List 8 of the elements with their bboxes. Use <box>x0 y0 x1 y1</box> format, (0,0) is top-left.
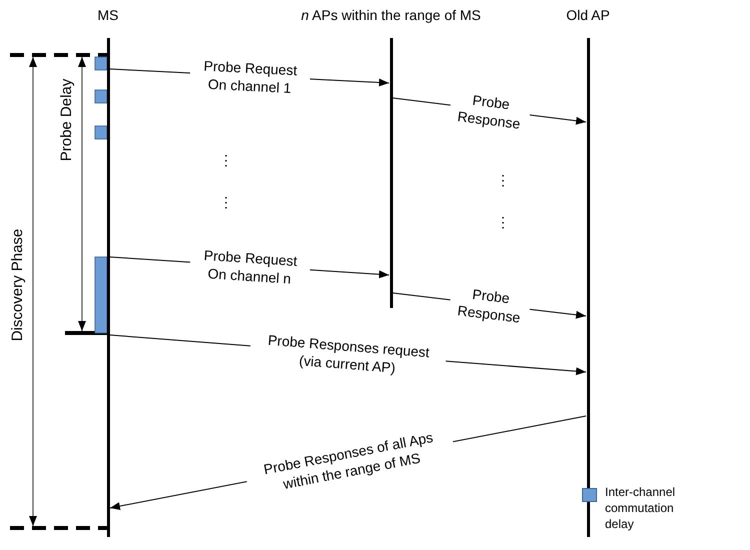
legend-text: Inter-channel commutation delay <box>605 484 676 532</box>
continuation-dots: ⋮ <box>219 193 233 211</box>
continuation-dots: ⋮ <box>496 213 510 231</box>
continuation-dots: ⋮ <box>496 171 510 189</box>
lifeline-heading: Old AP <box>566 6 610 24</box>
lifeline-heading: n APs within the range of MS <box>301 6 481 24</box>
lifeline-heading: MS <box>98 6 118 24</box>
continuation-dots: ⋮ <box>219 151 233 169</box>
